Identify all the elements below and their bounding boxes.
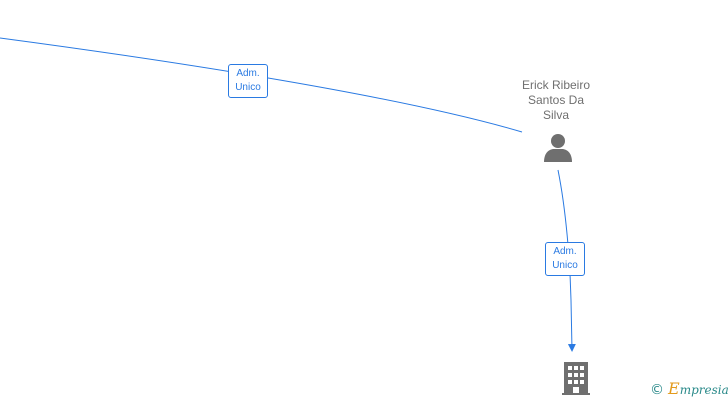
edge-label-2-line1: Adm.: [553, 246, 577, 257]
edge-label-2[interactable]: Adm. Unico: [545, 242, 585, 276]
person-name-line3: Silva: [542, 108, 569, 122]
edge-label-1-line2: Unico: [235, 82, 261, 93]
brand-initial: E: [668, 379, 680, 398]
edge-label-1-line1: Adm.: [236, 68, 260, 79]
edge-line-1: [0, 37, 523, 133]
empresia-watermark: ©Empresia: [650, 378, 728, 400]
person-icon[interactable]: [542, 132, 574, 164]
edge-label-2-line2: Unico: [552, 260, 578, 271]
edge-label-1[interactable]: Adm. Unico: [228, 64, 268, 98]
edge-line-2: [557, 169, 576, 352]
person-name[interactable]: Erick Ribeiro Santos Da Silva: [506, 78, 606, 123]
brand-name: mpresia: [679, 383, 728, 397]
person-name-line1: Erick Ribeiro: [521, 78, 590, 92]
person-name-line2: Santos Da: [527, 93, 585, 107]
building-icon[interactable]: [560, 360, 592, 396]
copyright-icon: ©: [650, 382, 664, 398]
